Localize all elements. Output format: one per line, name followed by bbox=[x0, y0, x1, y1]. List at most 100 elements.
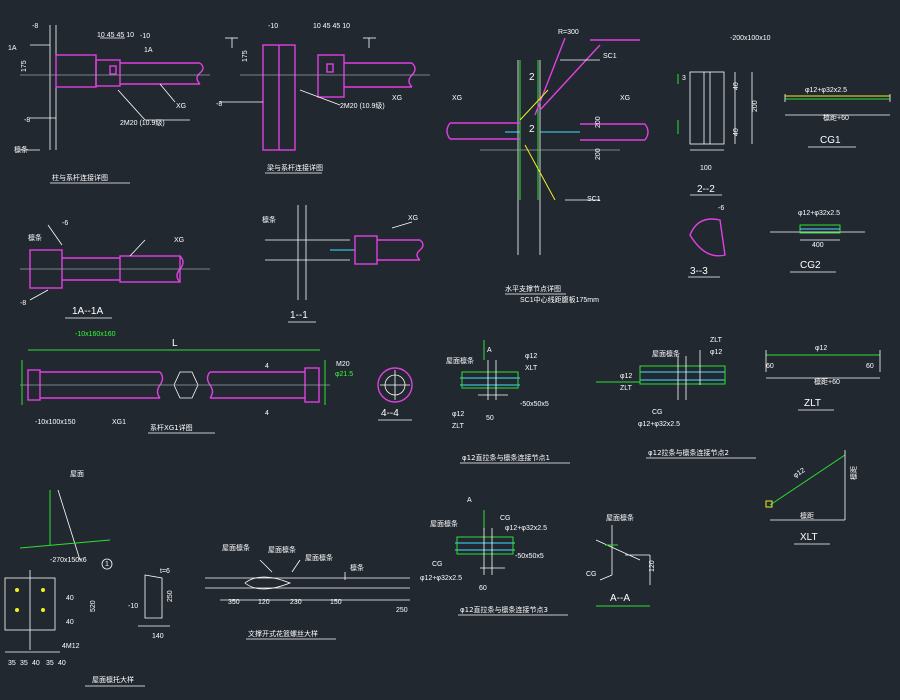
aa-purlin: 屋面檩条 bbox=[606, 513, 634, 522]
node2-zlt: ZLT bbox=[710, 337, 723, 344]
node3-a-mark: A bbox=[467, 497, 472, 504]
title-cg2: CG2 bbox=[800, 260, 821, 271]
section-2-2 bbox=[677, 71, 753, 151]
turnbuckle-label-far: 檩条 bbox=[350, 563, 364, 572]
turnbuckle-label-mid: 屋面檩条 bbox=[268, 545, 296, 554]
node2-zlt-b: ZLT bbox=[620, 385, 633, 392]
xg-label-6: XG bbox=[408, 215, 418, 222]
xg-label-5: XG bbox=[174, 237, 184, 244]
dim-200-a: 200 bbox=[595, 116, 602, 128]
section-4-4 bbox=[377, 367, 413, 403]
rod-purlin-node-3 bbox=[455, 510, 515, 575]
section-1a-1a bbox=[20, 224, 210, 301]
node3-angle: -50x50x5 bbox=[515, 553, 544, 560]
title-node-3: φ12直拉条与檩条连接节点3 bbox=[460, 605, 548, 614]
dim-40-b: 40 bbox=[733, 128, 740, 136]
phi-21-5-label: φ21.5 bbox=[335, 371, 353, 378]
section-1a-mark: 1A bbox=[8, 45, 17, 52]
dim-35-b: 35 bbox=[20, 660, 28, 667]
zlt-phi12: φ12 bbox=[815, 345, 827, 352]
turnbuckle-label-left: 屋面檩条 bbox=[222, 543, 250, 552]
zlt-dim-60-b: 60 bbox=[866, 363, 874, 370]
title-node-2: φ12拉条与檩条连接节点2 bbox=[648, 448, 729, 457]
sc1-offset-note: SC1中心线距腹板175mm bbox=[520, 295, 599, 304]
title-2-2: 2--2 bbox=[697, 184, 715, 195]
rod-purlin-node-1 bbox=[460, 340, 520, 400]
title-xlt: XLT bbox=[800, 532, 818, 543]
dim-40-f: 40 bbox=[58, 660, 66, 667]
title-cg1: CG1 bbox=[820, 135, 841, 146]
dim-175: 175 bbox=[21, 60, 28, 72]
triangle-plate-detail bbox=[138, 574, 170, 627]
node3-cg-spec-b: φ12+φ32x2.5 bbox=[420, 575, 462, 582]
cg1-bar-spec: φ12+φ32x2.5 bbox=[805, 87, 847, 94]
node2-phi12-b: φ12 bbox=[620, 373, 632, 380]
node2-purlin: 屋面檩条 bbox=[652, 349, 680, 358]
dim-520: 520 bbox=[90, 600, 97, 612]
xg-label-1: XG bbox=[176, 103, 186, 110]
bolt-4m12: 4M12 bbox=[62, 643, 80, 650]
xg-label-3: XG bbox=[452, 95, 462, 102]
node1-zlt: ZLT bbox=[452, 423, 465, 430]
section-a-a bbox=[595, 525, 651, 585]
plate-minus10-label-2: -10 bbox=[268, 23, 278, 30]
dim-150: 150 bbox=[330, 599, 342, 606]
node2-phi12: φ12 bbox=[710, 349, 722, 356]
node1-phi12-b: φ12 bbox=[452, 411, 464, 418]
plate-minus6-label: -6 bbox=[718, 205, 724, 212]
cg1-length: 檩距+60 bbox=[823, 113, 849, 122]
xg-label-4: XG bbox=[620, 95, 630, 102]
title-turnbuckle: 文撑开式花篮螺丝大样 bbox=[248, 629, 318, 638]
turnbuckle-label-right: 屋面檩条 bbox=[305, 553, 333, 562]
section-3-3 bbox=[689, 218, 726, 257]
column-label: 檩条 bbox=[14, 145, 28, 154]
node3-cg: CG bbox=[500, 515, 511, 522]
zlt-length: 檩距+60 bbox=[814, 377, 840, 386]
beam-tie-rod-detail bbox=[220, 37, 430, 151]
node1-dim-50: 50 bbox=[486, 415, 494, 422]
dim-250-a: 250 bbox=[167, 590, 174, 602]
plate-minus10-label: -10 bbox=[140, 33, 150, 40]
dim-40-a: 40 bbox=[733, 82, 740, 90]
node1-a-mark: A bbox=[487, 347, 492, 354]
title-zlt: ZLT bbox=[804, 398, 821, 409]
dim-40-e: 40 bbox=[32, 660, 40, 667]
dim-10: -10 bbox=[128, 603, 138, 610]
section-2-mark-b: 2 bbox=[529, 124, 535, 135]
aa-dim-120: 120 bbox=[649, 560, 656, 572]
title-beam-tie-rod: 梁与系杆连接详图 bbox=[267, 163, 323, 172]
cg2-detail bbox=[770, 224, 865, 241]
title-column-tie-rod: 柱与系杆连接详图 bbox=[52, 173, 108, 182]
plate-minus8-label-3: -8 bbox=[216, 101, 222, 108]
xlt-phi12: φ12 bbox=[792, 467, 806, 480]
roof-label: 屋面 bbox=[70, 470, 84, 478]
dim-175-2: 175 bbox=[242, 50, 249, 62]
title-1-1: 1--1 bbox=[290, 310, 308, 321]
xlt-detail bbox=[765, 450, 846, 521]
cg1-detail bbox=[784, 94, 891, 116]
roof-purlin-support bbox=[4, 489, 113, 653]
tie-rod-xg1-detail bbox=[20, 349, 330, 405]
plate-10x160x160: -10x160x160 bbox=[75, 331, 116, 338]
dim-35-a: 35 bbox=[8, 660, 16, 667]
zlt-dim-60-a: 60 bbox=[766, 363, 774, 370]
top-dimensions: 10 45 45 10 bbox=[97, 32, 134, 39]
title-4-4: 4--4 bbox=[381, 408, 399, 419]
section-4-mark-b: 4 bbox=[265, 410, 269, 417]
zlt-detail bbox=[765, 350, 881, 379]
t6-label: t=6 bbox=[160, 568, 170, 575]
xg1-label: XG1 bbox=[112, 419, 126, 426]
dim-230: 230 bbox=[290, 599, 302, 606]
column-tie-rod-detail bbox=[18, 25, 210, 151]
title-1a-1a: 1A--1A bbox=[72, 306, 103, 317]
dim-140: 140 bbox=[152, 633, 164, 640]
cg2-bar-spec: φ12+φ32x2.5 bbox=[798, 210, 840, 217]
plate-minus6-label-2: -6 bbox=[62, 220, 68, 227]
node1-angle: -50x50x5 bbox=[520, 401, 549, 408]
plate-minus8-label-2: -8 bbox=[24, 117, 30, 124]
section-3-mark: 3 bbox=[682, 75, 686, 82]
dim-40-d: 40 bbox=[66, 619, 74, 626]
radius-300: R=300 bbox=[558, 29, 579, 36]
section-1a-mark-right: 1A bbox=[144, 47, 153, 54]
